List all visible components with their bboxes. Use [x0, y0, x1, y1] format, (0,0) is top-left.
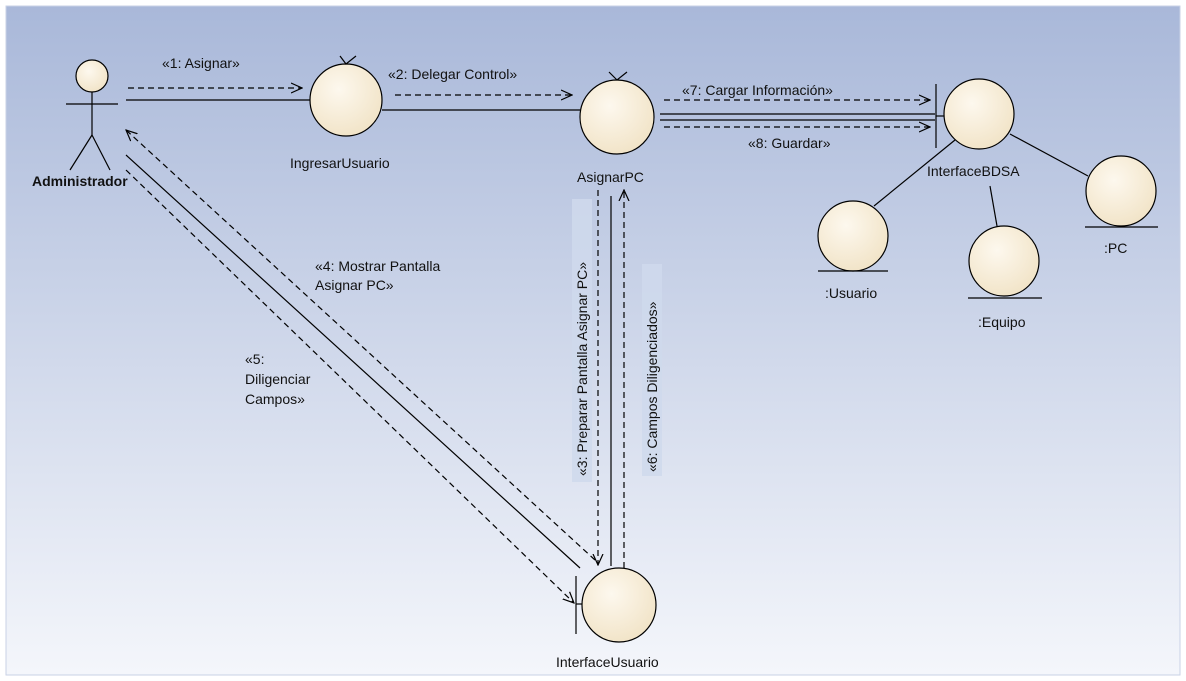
message-6-label-group: «6: Campos Diligenciados»	[642, 264, 662, 476]
usuario-label: :Usuario	[825, 285, 877, 301]
boundary-interface-usuario[interactable]: InterfaceUsuario	[556, 567, 659, 670]
entity-pc[interactable]: :PC	[1085, 155, 1158, 256]
message-3-label-group: «3: Preparar Pantalla Asignar PC»	[572, 199, 592, 482]
actor-leg-left	[69, 134, 93, 171]
entity-equipo[interactable]: :Equipo	[968, 225, 1042, 330]
entity-usuario[interactable]: :Usuario	[817, 200, 889, 301]
message-1-label: «1: Asignar»	[162, 55, 240, 71]
message-8-label: «8: Guardar»	[748, 135, 831, 151]
message-labels: «1: Asignar» «2: Delegar Control» «7: Ca…	[162, 55, 833, 482]
message-5-label-line2: Diligenciar	[245, 371, 311, 387]
boundary-circle	[581, 567, 657, 643]
message-2-label: «2: Delegar Control»	[388, 66, 517, 82]
control-circle	[309, 63, 383, 137]
control-asignar-pc[interactable]: AsignarPC	[577, 71, 655, 185]
boundary-interface-bdsa[interactable]: InterfaceBDSA	[927, 78, 1020, 179]
link-admin-interface-usuario	[125, 154, 581, 569]
interface-bdsa-label: InterfaceBDSA	[927, 163, 1020, 179]
arrow-m5	[125, 169, 574, 603]
actor-leg-right	[91, 134, 111, 171]
link-bdsa-equipo	[989, 185, 998, 227]
control-circle	[579, 79, 655, 155]
message-4-label-line1: «4: Mostrar Pantalla	[315, 258, 440, 274]
entity-circle	[1085, 155, 1157, 227]
entity-circle	[968, 225, 1040, 297]
message-5-label-line1: «5:	[245, 351, 264, 367]
message-4-label-line2: Asignar PC»	[315, 277, 394, 293]
link-bdsa-usuario	[873, 139, 956, 207]
message-6-label: «6: Campos Diligenciados»	[644, 301, 660, 472]
actor-head	[75, 59, 109, 93]
message-arrows	[126, 88, 930, 603]
message-3-label-bg	[572, 199, 592, 482]
asignar-pc-label: AsignarPC	[577, 169, 644, 185]
pc-label: :PC	[1104, 240, 1127, 256]
message-5-label-line3: Campos»	[245, 391, 305, 407]
control-arrowhead	[339, 55, 357, 65]
link-bdsa-pc	[1009, 133, 1089, 177]
message-7-label: «7: Cargar Información»	[682, 82, 833, 98]
actor-administrador[interactable]: Administrador	[32, 59, 128, 189]
actor-label: Administrador	[32, 173, 128, 189]
message-6-label-bg	[642, 264, 662, 476]
control-arrowhead	[608, 71, 628, 81]
arrow-m4	[126, 130, 596, 561]
interface-usuario-label: InterfaceUsuario	[556, 654, 659, 670]
message-3-label: «3: Preparar Pantalla Asignar PC»	[574, 262, 590, 476]
associations	[125, 99, 1089, 569]
entity-circle	[817, 200, 889, 272]
equipo-label: :Equipo	[978, 314, 1026, 330]
boundary-circle	[943, 78, 1015, 150]
ingresar-usuario-label: IngresarUsuario	[290, 155, 390, 171]
